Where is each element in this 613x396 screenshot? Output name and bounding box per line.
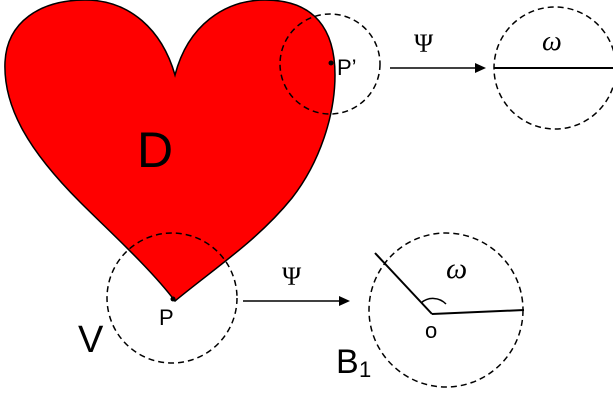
- neighborhood-circle-top: [279, 13, 381, 115]
- map-label-top: Ψ: [414, 29, 434, 58]
- ball-subscript-label: 1: [359, 357, 371, 382]
- heart-domain-shape: [4, 0, 336, 303]
- corner-edge-right: [431, 309, 525, 315]
- angle-arc: [420, 297, 447, 305]
- neighborhood-label: V: [78, 319, 104, 361]
- ball-name-label: B: [336, 343, 359, 381]
- boundary-point-top-dot: [328, 60, 334, 66]
- boundary-point-bottom-label: P: [159, 305, 174, 330]
- boundary-point-bottom-dot: [170, 296, 176, 302]
- angle-label-top: ω: [542, 26, 562, 57]
- origin-label: o: [425, 318, 437, 343]
- domain-label: D: [137, 122, 173, 178]
- corner-edge-left: [374, 252, 433, 315]
- boundary-point-top-label: P’: [337, 55, 357, 80]
- map-arrow-top-head: [475, 63, 486, 73]
- map-label-bottom: Ψ: [282, 262, 302, 291]
- neighborhood-circle-v: [106, 232, 238, 364]
- angle-label-bottom: ω: [446, 252, 467, 285]
- map-arrow-bottom-head: [339, 296, 350, 306]
